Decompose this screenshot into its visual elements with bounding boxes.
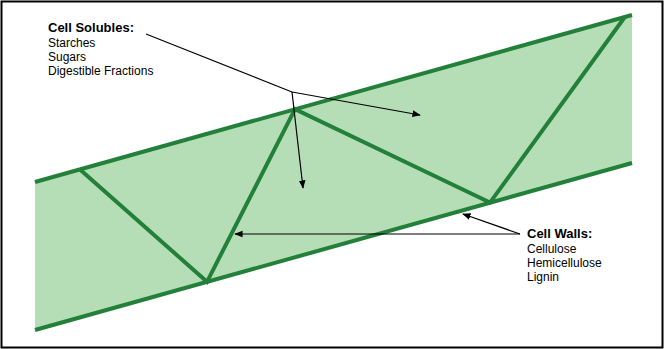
callout-item: Digestible Fractions (48, 64, 153, 78)
leader-arrow (292, 92, 303, 188)
callout-item: Hemicellulose (527, 256, 602, 270)
leader-arrow (463, 214, 520, 234)
callout-item: Starches (48, 36, 95, 50)
leader-arrow (292, 92, 420, 115)
callout-item: Sugars (48, 50, 86, 64)
callout-item: Cellulose (527, 242, 576, 256)
callout-heading: Cell Solubles: (48, 20, 134, 35)
leader-arrow (235, 233, 520, 234)
cell-wall-zigzag (80, 17, 625, 282)
cell-wall-bottom (35, 163, 632, 330)
callout-heading: Cell Walls: (527, 226, 592, 241)
cell-wall-top (35, 15, 632, 182)
leader-line (146, 34, 292, 92)
callout-item: Lignin (527, 270, 559, 284)
cell-band (35, 15, 632, 330)
